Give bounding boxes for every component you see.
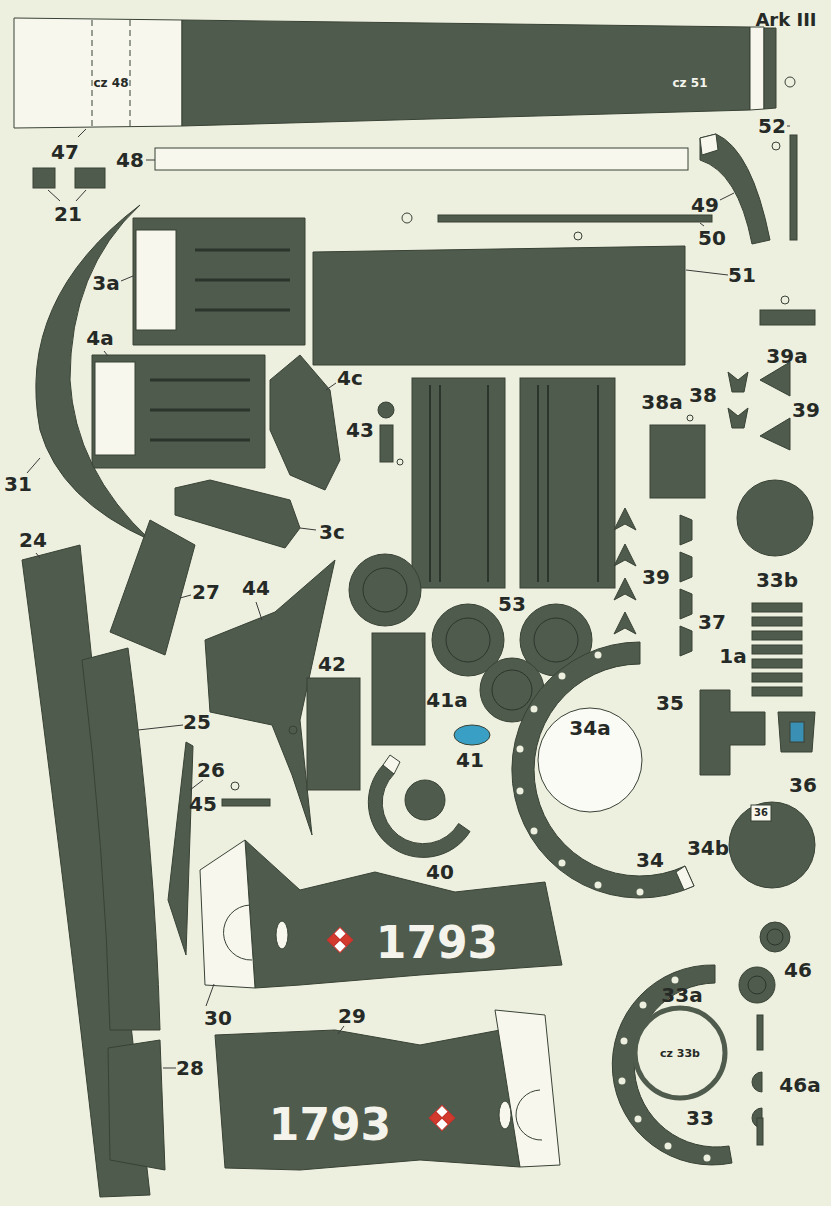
part-number: 33a xyxy=(661,985,702,1005)
part-number: 52 xyxy=(758,116,786,136)
part-number: 33 xyxy=(686,1108,714,1128)
part-number: 31 xyxy=(4,474,32,494)
part-number: 39a xyxy=(766,346,807,366)
sheet-title: Ark III xyxy=(755,11,816,29)
part-number: 24 xyxy=(19,530,47,550)
part-number: 42 xyxy=(318,654,346,674)
part-number: 41 xyxy=(456,750,484,770)
part-number: 53 xyxy=(498,594,526,614)
part-number: 37 xyxy=(698,612,726,632)
tactical-number: 1793 xyxy=(376,921,498,965)
part-number: 33b xyxy=(756,570,798,590)
part-note: cz 48 xyxy=(94,77,129,89)
part-number: 29 xyxy=(338,1006,366,1026)
part-number: 4c xyxy=(337,368,363,388)
part-number: 51 xyxy=(728,265,756,285)
part-number: 38 xyxy=(689,385,717,405)
part-note: cz 33b xyxy=(660,1048,700,1059)
part-number: 21 xyxy=(54,204,82,224)
tactical-number: 1793 xyxy=(269,1103,391,1147)
part-number: 34b xyxy=(687,838,729,858)
part-number: 49 xyxy=(691,195,719,215)
part-number: 50 xyxy=(698,228,726,248)
part-number: 36 xyxy=(789,775,817,795)
part-number: 25 xyxy=(183,712,211,732)
part-number: 3a xyxy=(92,273,119,293)
part-number: 41a xyxy=(426,690,467,710)
part-number: 48 xyxy=(116,150,144,170)
part-note: cz 51 xyxy=(673,77,708,89)
part-number: 35 xyxy=(656,693,684,713)
part-number: 39 xyxy=(642,567,670,587)
part-number: 40 xyxy=(426,862,454,882)
part-number: 47 xyxy=(51,142,79,162)
part-number: 44 xyxy=(242,578,270,598)
part-number: 43 xyxy=(346,420,374,440)
part-number: 38a xyxy=(641,392,682,412)
part-number: 30 xyxy=(204,1008,232,1028)
part-note: 36 xyxy=(754,808,768,818)
part-number: 28 xyxy=(176,1058,204,1078)
part-number: 46 xyxy=(784,960,812,980)
part-number: 1a xyxy=(719,646,746,666)
part-number: 45 xyxy=(189,794,217,814)
part-number: 46a xyxy=(779,1075,820,1095)
part-number: 34 xyxy=(636,850,664,870)
part-number: 4a xyxy=(86,328,113,348)
part-number: 26 xyxy=(197,760,225,780)
part-number: 27 xyxy=(192,582,220,602)
part-number: 39 xyxy=(792,400,820,420)
part-number: 3c xyxy=(319,522,345,542)
part-number: 34a xyxy=(569,718,610,738)
